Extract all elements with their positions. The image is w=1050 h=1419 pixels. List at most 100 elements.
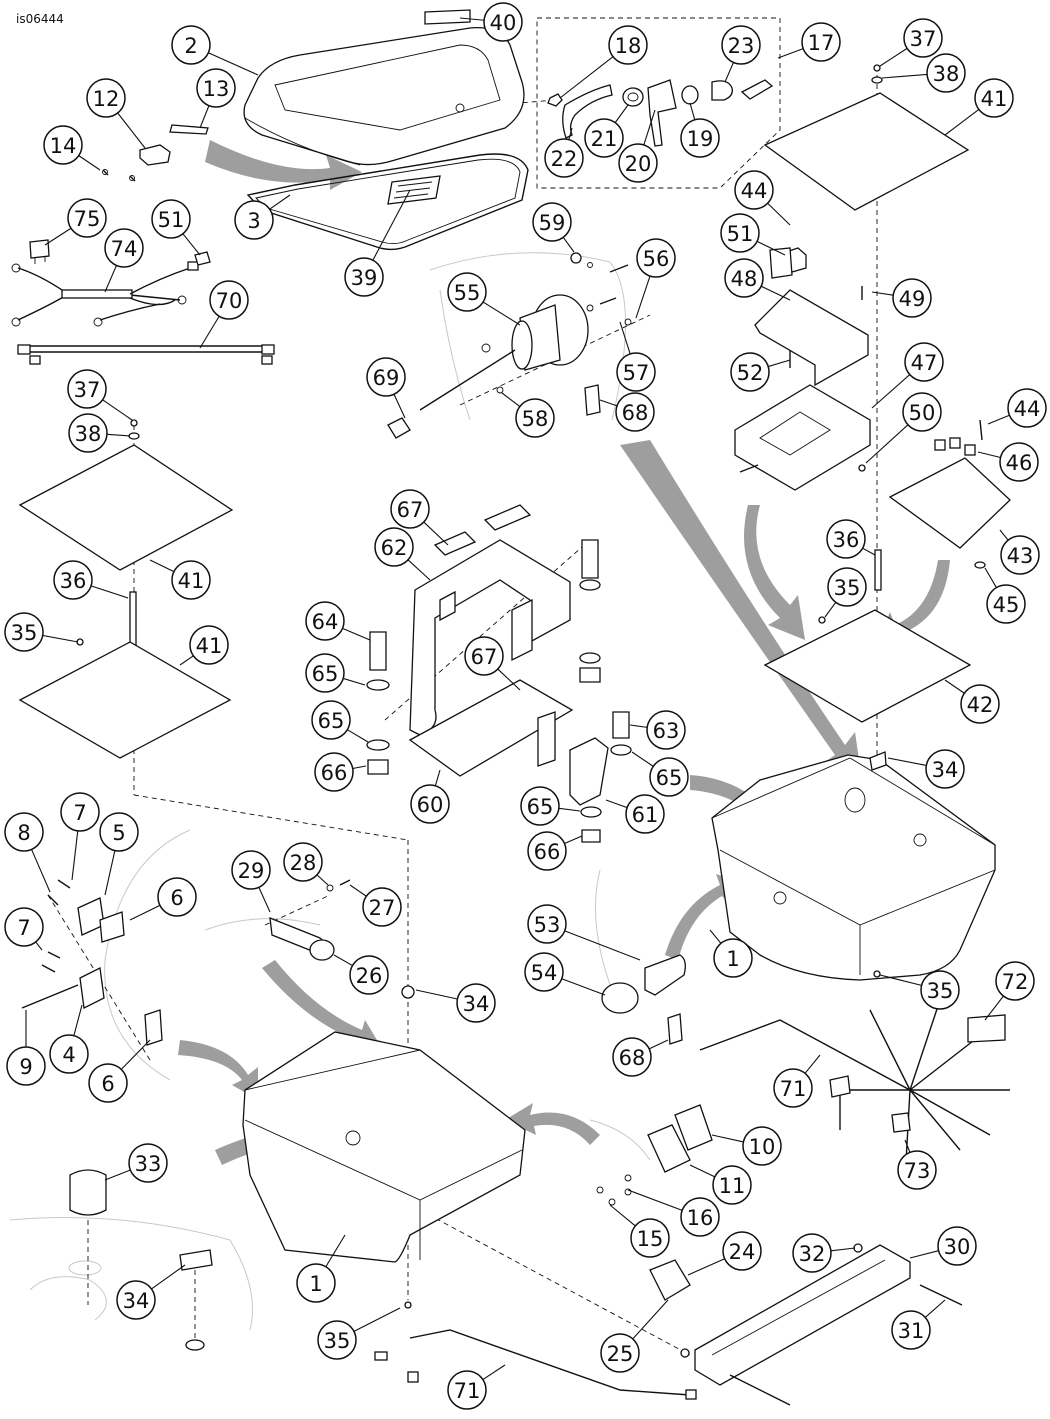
- callout-45: 45: [984, 567, 1026, 624]
- callout-1: 1: [709, 929, 753, 978]
- leader-line: [372, 189, 411, 261]
- callout-number: 66: [534, 840, 561, 864]
- callout-circle: [722, 1231, 762, 1271]
- leader-line: [31, 849, 51, 893]
- callout-circle: [986, 584, 1026, 624]
- callout-circle: [720, 213, 760, 253]
- leader-line: [648, 1039, 669, 1050]
- callout-circle: [730, 352, 770, 392]
- extension-cord: [17, 344, 275, 365]
- callout-number: 43: [1007, 544, 1034, 568]
- callout-circle: [104, 228, 144, 268]
- callout-number: 67: [397, 498, 424, 522]
- callout-circle: [234, 200, 274, 240]
- leader-line: [179, 655, 194, 666]
- callout-circle: [515, 398, 555, 438]
- arrow-receptacle-to-box: [665, 874, 735, 960]
- leader-line: [984, 995, 1004, 1021]
- callout-circle: [615, 392, 655, 432]
- leader-line: [871, 291, 894, 296]
- callout-4: 4: [49, 1004, 89, 1074]
- leader-line: [564, 930, 641, 961]
- callout-62: 62: [374, 527, 431, 581]
- callout-circle: [128, 1143, 168, 1183]
- callout-circle: [86, 78, 126, 118]
- callout-circle: [6, 1046, 46, 1086]
- callout-number: 54: [531, 961, 558, 985]
- callout-circle: [999, 442, 1039, 482]
- callout-circle: [773, 1068, 813, 1108]
- callout-circle: [4, 812, 44, 852]
- leader-line: [711, 1134, 744, 1143]
- callout-number: 58: [522, 407, 549, 431]
- callout-52: 52: [730, 352, 791, 392]
- callout-number: 51: [727, 222, 754, 246]
- callout-circle: [464, 636, 504, 676]
- callout-47: 47: [871, 342, 944, 409]
- callout-number: 38: [933, 62, 960, 86]
- callout-circle: [897, 1150, 937, 1190]
- callout-number: 20: [625, 152, 652, 176]
- leader-line: [353, 1307, 401, 1332]
- leader-line: [605, 799, 628, 809]
- callout-number: 69: [373, 366, 400, 390]
- leader-line: [599, 399, 618, 407]
- callout-6: 6: [129, 877, 197, 921]
- callout-circle: [616, 352, 656, 392]
- leader-line: [104, 1169, 131, 1181]
- callout-2: 2: [171, 25, 259, 76]
- callout-number: 52: [737, 361, 764, 385]
- leader-line: [352, 765, 367, 770]
- leader-line: [865, 424, 909, 464]
- callout-circle: [314, 752, 354, 792]
- callout-circle: [362, 887, 402, 927]
- leader-line: [90, 585, 129, 599]
- leader-line: [709, 929, 722, 944]
- callout-65: 65: [305, 653, 366, 693]
- callout-number: 65: [318, 709, 345, 733]
- callout-circle: [612, 1037, 652, 1077]
- callout-circle: [305, 601, 345, 641]
- leader-line: [862, 547, 876, 556]
- callout-3: 3: [234, 194, 291, 240]
- callout-circle: [937, 1226, 977, 1266]
- callout-circle: [827, 567, 867, 607]
- callout-30: 30: [909, 1226, 977, 1266]
- leader-line: [724, 62, 734, 83]
- callout-35: 35: [824, 567, 867, 618]
- arrow-harness-to-tray: [620, 440, 862, 780]
- leader-line: [632, 1299, 669, 1340]
- leader-line: [562, 236, 575, 253]
- callout-circle: [974, 78, 1014, 118]
- leader-line: [687, 1258, 725, 1276]
- leader-line: [629, 724, 648, 728]
- callout-42: 42: [944, 679, 1000, 724]
- callout-65: 65: [311, 700, 369, 743]
- callout-9: 9: [6, 1010, 46, 1086]
- leader-line: [987, 414, 1010, 425]
- callout-29: 29: [231, 850, 271, 913]
- callout-number: 12: [93, 87, 120, 111]
- callout-circle: [600, 1333, 640, 1373]
- callout-56: 56: [635, 238, 676, 319]
- leader-line: [909, 1250, 939, 1259]
- callout-circle: [157, 877, 197, 917]
- leader-line: [614, 104, 629, 123]
- pump-motor: [387, 252, 632, 439]
- callout-number: 1: [309, 1272, 322, 1296]
- callout-16: 16: [627, 1189, 720, 1237]
- callout-number: 41: [178, 569, 205, 593]
- lid-decal-strip: [424, 9, 471, 25]
- leader-line: [342, 627, 371, 641]
- callout-number: 67: [471, 645, 498, 669]
- callout-number: 26: [356, 964, 383, 988]
- leader-line: [199, 315, 220, 349]
- callout-circle: [892, 278, 932, 318]
- callout-7: 7: [4, 907, 44, 951]
- leader-line: [415, 989, 458, 1000]
- callout-44: 44: [987, 388, 1047, 428]
- callout-14: 14: [43, 125, 101, 171]
- callout-circle: [68, 413, 108, 453]
- hinge-hardware: [21, 879, 163, 1046]
